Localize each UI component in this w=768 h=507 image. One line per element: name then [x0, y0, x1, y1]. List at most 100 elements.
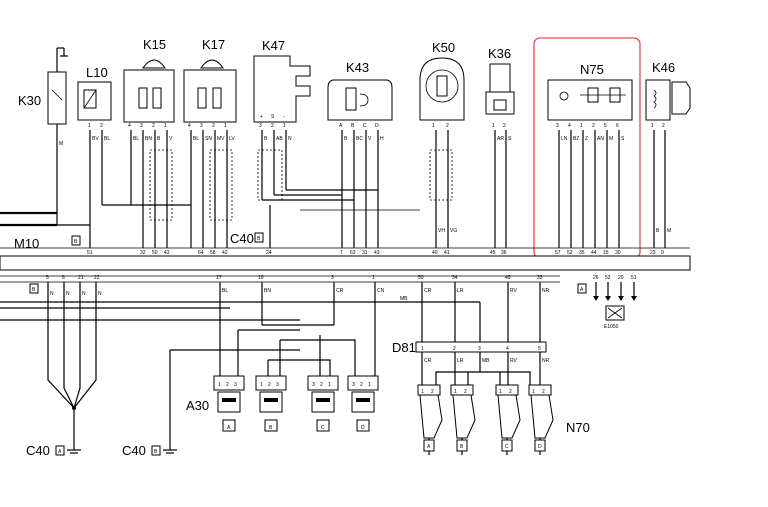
- component-k15: K15 4 3 2 1 BL BN B V: [123, 37, 175, 248]
- svg-text:SN: SN: [205, 136, 212, 142]
- svg-text:B: B: [264, 136, 268, 142]
- svg-text:MB: MB: [400, 296, 408, 302]
- svg-text:BZ: BZ: [573, 136, 579, 142]
- m10-label: M10: [14, 236, 39, 251]
- svg-text:26: 26: [593, 275, 599, 281]
- svg-text:44: 44: [591, 250, 597, 256]
- svg-text:N: N: [66, 291, 70, 297]
- svg-text:3: 3: [234, 382, 237, 388]
- c40-top-label: C40: [230, 231, 254, 246]
- svg-text:6: 6: [616, 123, 619, 129]
- svg-text:AB: AB: [276, 136, 283, 142]
- n75-label: N75: [580, 62, 604, 77]
- svg-text:58: 58: [210, 250, 216, 256]
- svg-text:N: N: [50, 291, 54, 297]
- svg-text:17: 17: [216, 275, 222, 281]
- svg-text:VH: VH: [438, 228, 445, 234]
- svg-text:9: 9: [661, 250, 664, 256]
- svg-text:C: C: [321, 425, 325, 431]
- svg-text:35: 35: [579, 250, 585, 256]
- svg-text:51: 51: [631, 275, 637, 281]
- k36-body: [489, 63, 511, 93]
- n70-coil-a: 1 2 A: [417, 384, 443, 455]
- svg-text:3: 3: [140, 123, 143, 129]
- svg-text:BL: BL: [133, 136, 139, 142]
- svg-text:15: 15: [603, 250, 609, 256]
- svg-text:LN: LN: [561, 136, 568, 142]
- svg-text:34: 34: [452, 275, 458, 281]
- svg-text:5: 5: [46, 275, 49, 281]
- component-k43: K43 A B C D B BC V H: [327, 60, 393, 248]
- svg-text:4: 4: [568, 123, 571, 129]
- a30-connector-b: 1 2 3 B: [255, 375, 287, 432]
- svg-text:5: 5: [604, 123, 607, 129]
- svg-text:B: B: [257, 236, 261, 242]
- svg-text:1: 1: [218, 382, 221, 388]
- svg-text:V: V: [368, 136, 372, 142]
- l10-label: L10: [86, 65, 108, 80]
- svg-text:2: 2: [542, 389, 545, 395]
- svg-text:CN: CN: [377, 288, 385, 294]
- svg-text:N: N: [98, 291, 102, 297]
- svg-text:D: D: [375, 123, 379, 129]
- c40-b-label: C40: [122, 443, 146, 458]
- component-k47: K47 + S - 3 2 1 B AB N: [253, 38, 311, 248]
- svg-text:AN: AN: [597, 136, 604, 142]
- svg-text:50: 50: [152, 250, 158, 256]
- svg-text:19: 19: [258, 275, 264, 281]
- svg-text:BL: BL: [104, 136, 110, 142]
- svg-text:2: 2: [226, 382, 229, 388]
- svg-text:52: 52: [567, 250, 573, 256]
- svg-text:1: 1: [164, 123, 167, 129]
- svg-text:BC: BC: [356, 136, 363, 142]
- k17-body: [183, 69, 237, 123]
- k15-label: K15: [143, 37, 166, 52]
- svg-text:50: 50: [418, 275, 424, 281]
- svg-text:VG: VG: [450, 228, 457, 234]
- svg-text:N: N: [288, 136, 292, 142]
- svg-text:20: 20: [618, 275, 624, 281]
- svg-text:C: C: [505, 444, 509, 450]
- k46-body: [645, 79, 671, 121]
- svg-text:51: 51: [87, 250, 93, 256]
- component-k36: K36 1 2 AR S: [485, 46, 515, 248]
- svg-text:2: 2: [509, 389, 512, 395]
- svg-text:2: 2: [100, 123, 103, 129]
- component-n75: N75 3 4 1 2 5 6 LN BZ Z AN M S: [533, 37, 641, 259]
- svg-text:52: 52: [605, 275, 611, 281]
- svg-text:M: M: [667, 228, 671, 234]
- svg-text:B: B: [157, 136, 161, 142]
- component-k46: K46 1 2 B M: [645, 60, 691, 248]
- svg-text:64: 64: [198, 250, 204, 256]
- svg-text:2: 2: [360, 382, 363, 388]
- svg-text:2: 2: [320, 382, 323, 388]
- svg-text:BN: BN: [145, 136, 152, 142]
- svg-text:A: A: [227, 425, 231, 431]
- svg-text:63: 63: [350, 250, 356, 256]
- svg-text:1: 1: [421, 346, 424, 352]
- svg-text:MB: MB: [482, 358, 490, 364]
- m10-connector-strip: [0, 255, 691, 271]
- svg-text:S: S: [271, 114, 275, 120]
- a30-label: A30: [186, 398, 209, 413]
- svg-text:CR: CR: [424, 358, 432, 364]
- svg-text:4: 4: [128, 123, 131, 129]
- k43-label: K43: [346, 60, 369, 75]
- svg-text:1: 1: [580, 123, 583, 129]
- k46-label: K46: [652, 60, 675, 75]
- svg-text:2: 2: [268, 382, 271, 388]
- svg-text:2: 2: [271, 123, 274, 129]
- svg-text:A: A: [339, 123, 343, 129]
- svg-text:B: B: [269, 425, 273, 431]
- svg-text:1: 1: [432, 123, 435, 129]
- svg-text:BL: BL: [193, 136, 199, 142]
- svg-text:45: 45: [490, 250, 496, 256]
- svg-text:3: 3: [259, 123, 262, 129]
- svg-text:1: 1: [372, 275, 375, 281]
- svg-text:1: 1: [532, 389, 535, 395]
- component-k17: K17 4 3 2 1 BL SN MV LV: [183, 37, 237, 248]
- svg-text:1: 1: [368, 382, 371, 388]
- svg-text:+: +: [260, 114, 263, 120]
- a30-connector-c: 3 2 1 C: [307, 375, 339, 432]
